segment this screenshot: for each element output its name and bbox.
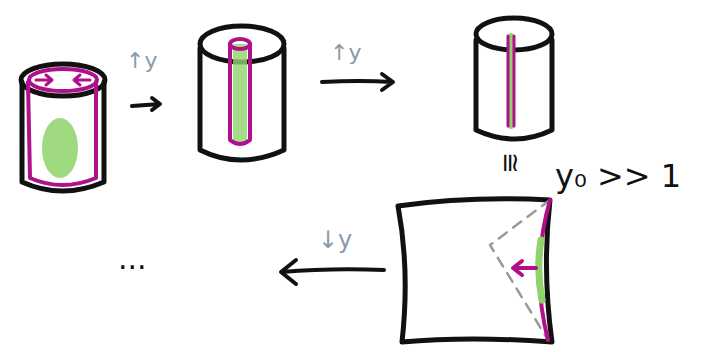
- magenta-surface: [230, 44, 250, 144]
- green-region: [42, 118, 78, 178]
- green-region: [539, 240, 542, 300]
- green-region: [233, 44, 247, 142]
- magenta-surface: [508, 36, 514, 126]
- magenta-surface: [539, 200, 550, 340]
- ellipsis: ...: [118, 244, 147, 274]
- magenta-surface: [28, 82, 96, 185]
- equivalence-symbol: ≅: [498, 152, 524, 174]
- magenta-rim: [230, 39, 250, 49]
- flow-arrow: [132, 98, 160, 110]
- magenta-arrow: [513, 261, 536, 275]
- dashed-wedge: [490, 200, 550, 340]
- shrink-arrows: [36, 75, 90, 85]
- magenta-rim: [29, 69, 97, 91]
- direction-label: ↑y: [330, 42, 361, 64]
- slab-outline: [398, 199, 552, 342]
- direction-label: ↓y: [318, 228, 352, 252]
- direction-label: ↑y: [126, 50, 157, 72]
- flow-arrow: [281, 260, 384, 284]
- green-region: [508, 36, 514, 126]
- flow-arrow: [322, 74, 393, 90]
- cylinder-top: [21, 64, 105, 96]
- limit-note: y₀ >> 1: [555, 160, 681, 192]
